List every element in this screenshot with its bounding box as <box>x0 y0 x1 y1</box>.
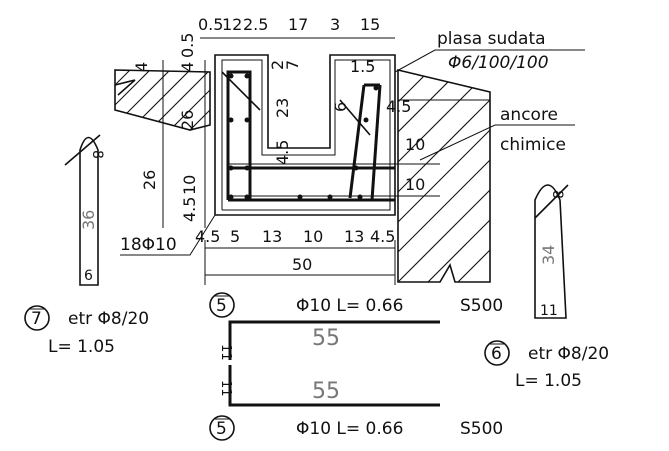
dim-inner-5: 4.5 <box>386 97 411 116</box>
dim-left-1: 0.5 <box>178 33 197 58</box>
bar5-top-hook: 11 <box>218 344 233 361</box>
reinforcement <box>221 70 440 202</box>
dim-top-2: 2.5 <box>243 15 268 34</box>
dim-bottom-5: 4.5 <box>370 227 395 246</box>
stirrup6-mark: 6 <box>491 344 502 364</box>
bar5-bottom-spec: Φ10 L= 0.66 <box>296 419 403 439</box>
dim-top-3: 17 <box>288 15 308 34</box>
dim-left-4: 26 <box>140 170 159 190</box>
dimension-lines <box>162 37 396 285</box>
stirrup6-spec: etr Φ8/20 <box>528 344 609 364</box>
stirrup7-dim-2: 6 <box>84 268 93 284</box>
stirrup6-length: L= 1.05 <box>515 371 582 391</box>
bottom-dimensions: 4.5 5 13 10 13 4.5 50 <box>195 227 395 274</box>
dim-left-2: 4 <box>178 62 197 72</box>
dim-left-5: 10 <box>180 175 199 195</box>
bar5-bottom-length: 55 <box>312 379 340 404</box>
dim-inner-6: 10 <box>405 135 425 154</box>
stirrup6: 8 34 11 6 etr Φ8/20 L= 1.05 <box>484 184 609 391</box>
bar5-top: 5 Φ10 L= 0.66 S500 55 11 <box>209 292 503 361</box>
dim-inner-0: 2 <box>268 60 287 70</box>
anchor-label: ancore <box>500 105 558 125</box>
dim-inner-8: 1.5 <box>350 57 375 76</box>
stirrup6-dim-1: 34 <box>539 245 558 265</box>
mesh-label: plasa sudata <box>437 29 546 49</box>
bar5-top-length: 55 <box>312 326 340 351</box>
dim-inner-4: 6 <box>331 102 350 112</box>
dim-top-5: 15 <box>360 15 380 34</box>
dim-left-6: 4.5 <box>180 197 199 222</box>
existing-wall <box>397 68 491 283</box>
bar5-bottom-mark: 5 <box>216 419 227 439</box>
dim-inner-1: 7 <box>283 60 302 70</box>
mesh-spec: Φ6/100/100 <box>448 53 549 73</box>
stirrup7: 8 36 6 7 etr Φ8/20 L= 1.05 <box>24 134 149 357</box>
dim-bottom-0: 4.5 <box>195 227 220 246</box>
left-dimensions: 4 0.5 4 26 26 10 4.5 <box>132 33 199 222</box>
stirrup7-length: L= 1.05 <box>48 337 115 357</box>
dim-top-4: 3 <box>330 15 340 34</box>
dim-total: 50 <box>292 255 312 274</box>
bar5-top-grade: S500 <box>460 296 503 316</box>
dim-bottom-1: 5 <box>230 227 240 246</box>
bar5-top-spec: Φ10 L= 0.66 <box>296 296 403 316</box>
leader-lines <box>120 49 585 256</box>
dim-bottom-3: 10 <box>303 227 323 246</box>
dim-left-0: 4 <box>132 62 151 72</box>
dim-inner-2: 23 <box>273 98 292 118</box>
bars-left-label: 18Φ10 <box>120 235 177 255</box>
stirrup7-spec: etr Φ8/20 <box>68 309 149 329</box>
dim-left-3: 26 <box>178 110 197 130</box>
stirrup6-dim-2: 11 <box>540 303 558 319</box>
concrete-section <box>214 54 396 216</box>
top-dimensions: 0.5 12 2.5 17 3 15 <box>198 15 380 34</box>
dim-bottom-4: 13 <box>344 227 364 246</box>
dim-bottom-2: 13 <box>262 227 282 246</box>
anchor-label-2: chimice <box>500 135 566 155</box>
stirrup7-dim-1: 36 <box>79 210 98 230</box>
callouts: plasa sudata Φ6/100/100 ancore chimice 1… <box>120 29 566 255</box>
stirrup6-dim-0: 8 <box>549 190 565 199</box>
dim-inner-3: 4.5 <box>273 140 292 165</box>
bar5-bottom-grade: S500 <box>460 419 503 439</box>
stirrup7-mark: 7 <box>31 309 42 329</box>
dim-top-0: 0.5 <box>198 15 223 34</box>
inner-dimensions: 2 7 23 4.5 6 4.5 10 10 1.5 <box>268 57 425 194</box>
bar5-top-mark: 5 <box>216 296 227 316</box>
bar5-bottom: 55 11 5 Φ10 L= 0.66 S500 <box>209 365 503 441</box>
stirrup7-dim-0: 8 <box>89 150 105 159</box>
dim-inner-7: 10 <box>405 175 425 194</box>
bar5-bottom-hook: 11 <box>218 380 233 397</box>
dim-top-1: 12 <box>222 15 242 34</box>
bar-dots <box>228 73 379 200</box>
